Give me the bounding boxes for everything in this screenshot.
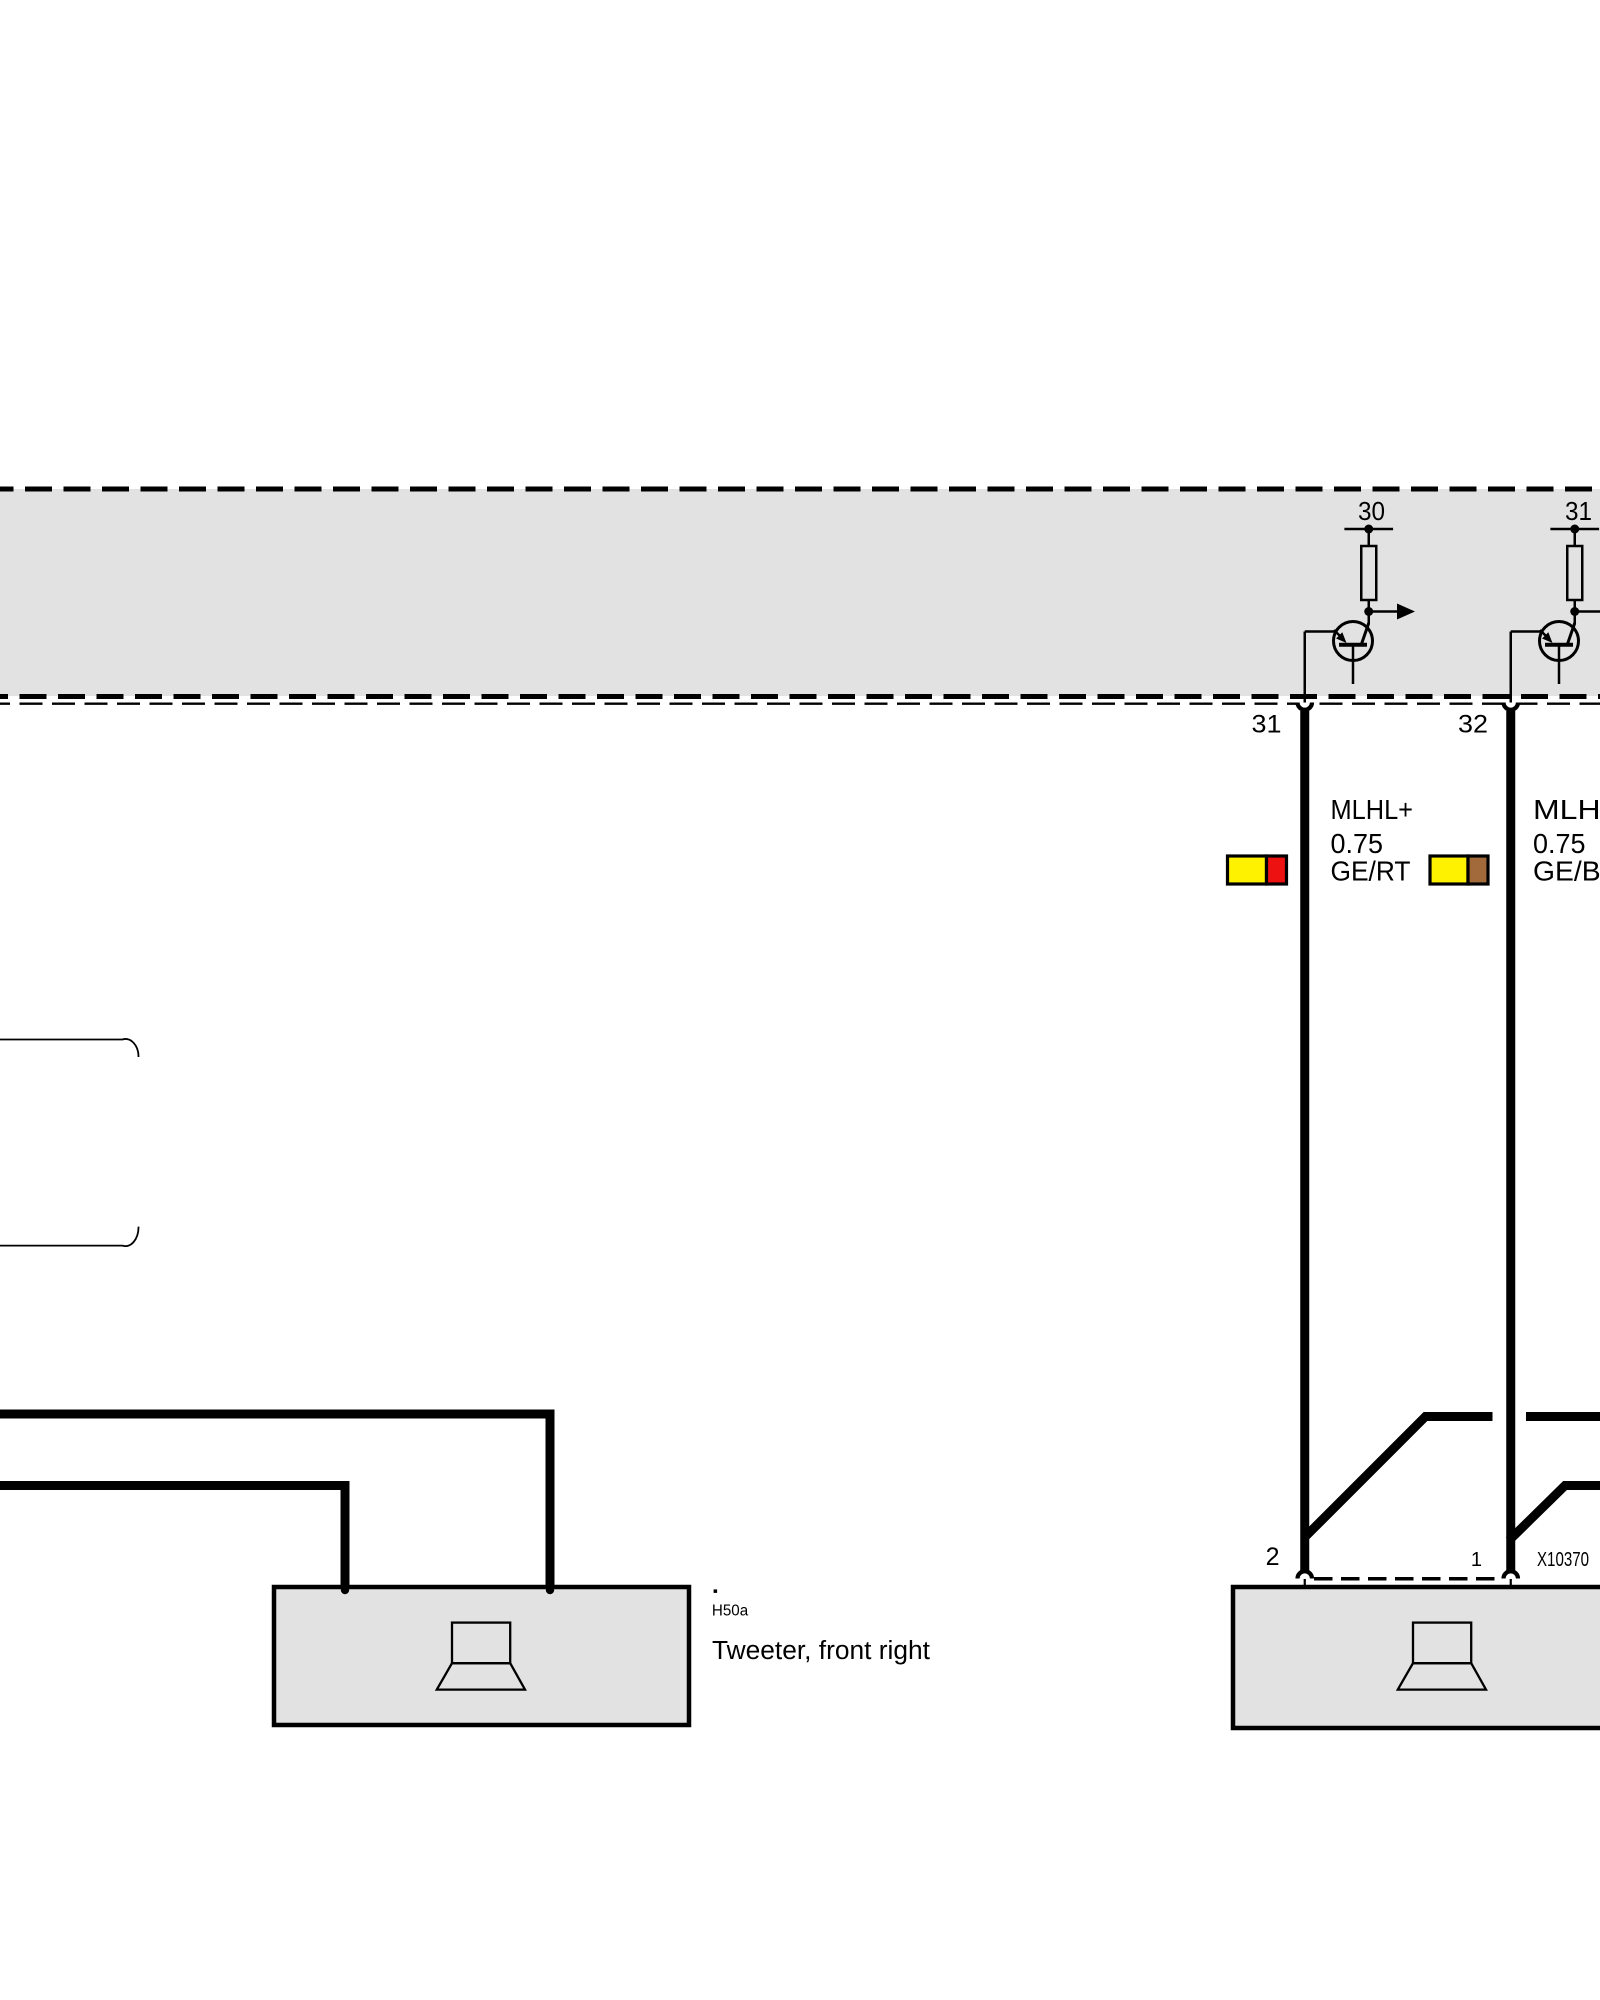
- svg-text:1: 1: [1471, 1549, 1482, 1571]
- svg-text:Tweeter, front right: Tweeter, front right: [712, 1637, 930, 1665]
- svg-text:H50a: H50a: [712, 1603, 749, 1620]
- svg-text:MLHL+: MLHL+: [1331, 794, 1414, 825]
- svg-text:31: 31: [1252, 711, 1282, 739]
- svg-text:0.75: 0.75: [1533, 828, 1586, 859]
- svg-text:MLHL-: MLHL-: [1533, 794, 1600, 825]
- svg-text:X10370: X10370: [1537, 1549, 1589, 1571]
- svg-text:32: 32: [1458, 711, 1488, 739]
- svg-text:30: 30: [1358, 496, 1385, 526]
- svg-text:0.75: 0.75: [1331, 828, 1384, 859]
- svg-text:2: 2: [1266, 1543, 1280, 1571]
- svg-text:31: 31: [1565, 496, 1592, 526]
- svg-text:GE/BR: GE/BR: [1533, 856, 1600, 887]
- svg-text:GE/RT: GE/RT: [1331, 856, 1411, 887]
